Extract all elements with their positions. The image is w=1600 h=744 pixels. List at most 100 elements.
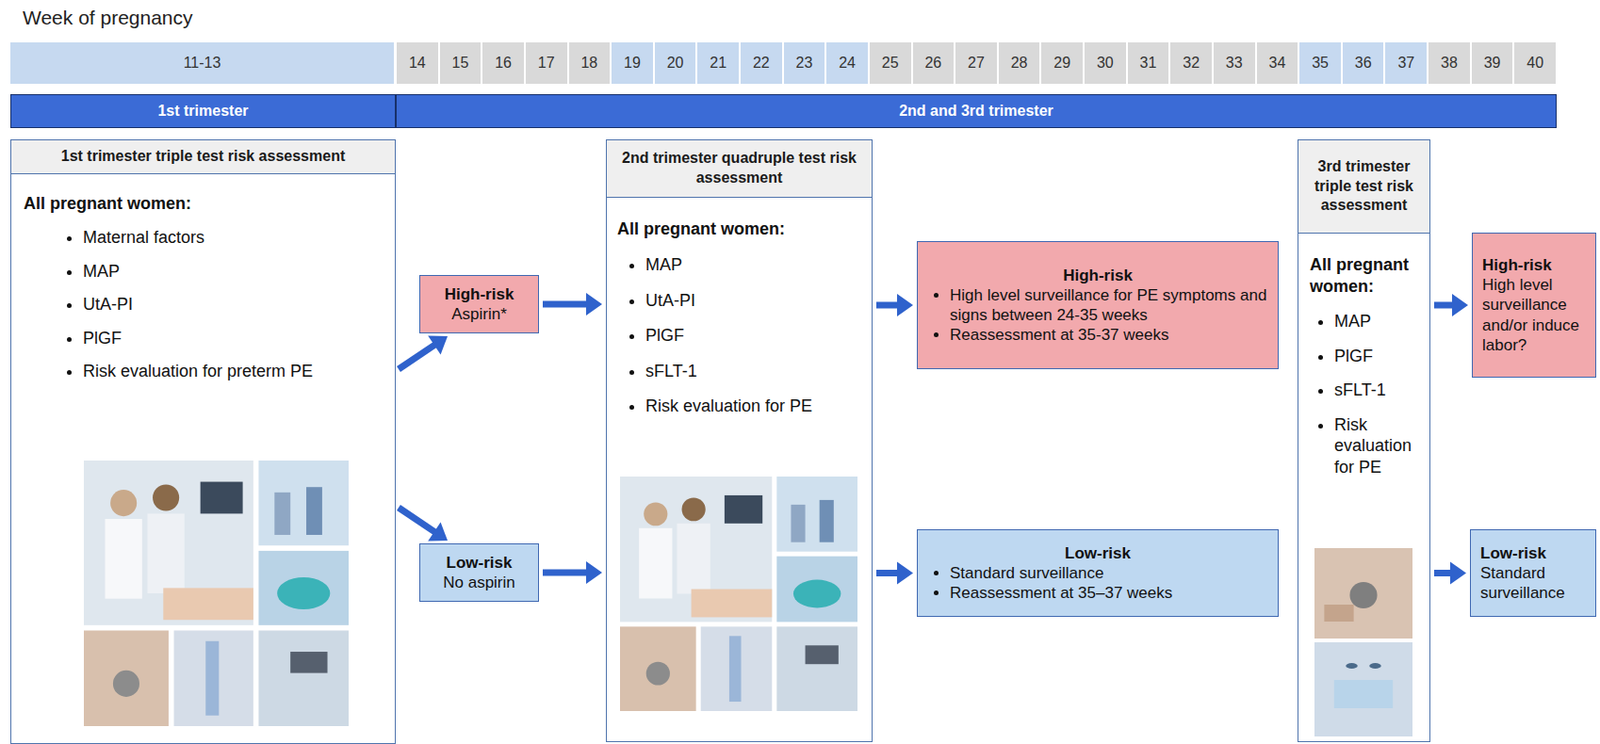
week-cell: 34 bbox=[1257, 42, 1299, 84]
panel-body: All pregnant women:Maternal factorsMAPUt… bbox=[11, 174, 395, 383]
week-cell: 35 bbox=[1299, 42, 1341, 84]
week-number: 23 bbox=[796, 54, 814, 72]
mask-shape bbox=[1334, 680, 1393, 709]
stethoscope-shape bbox=[1349, 582, 1377, 609]
bullet-item: Standard surveillance bbox=[949, 563, 1269, 584]
head-shape bbox=[152, 484, 180, 511]
risk-text: No aspirin bbox=[429, 572, 529, 593]
diagram-title: Week of pregnancy bbox=[22, 6, 194, 30]
flow-arrow bbox=[876, 562, 914, 586]
head-shape bbox=[682, 497, 706, 522]
photo-tile bbox=[776, 626, 858, 712]
week-number: 35 bbox=[1311, 54, 1329, 72]
eye-shape bbox=[1345, 663, 1357, 670]
week-number: 19 bbox=[623, 54, 641, 72]
risk-title: Low-risk bbox=[429, 553, 529, 573]
arrow-shaft bbox=[876, 302, 899, 310]
glove-shape bbox=[793, 580, 841, 609]
photo-tile bbox=[776, 476, 858, 553]
week-cell: 29 bbox=[1041, 42, 1083, 84]
flow-arrow bbox=[876, 293, 914, 317]
week-cell: 23 bbox=[783, 42, 826, 84]
photo-collage bbox=[1314, 548, 1413, 737]
vial-shape bbox=[819, 500, 834, 543]
coat-shape bbox=[146, 513, 184, 594]
week-cell: 17 bbox=[525, 42, 568, 84]
week-cell: 37 bbox=[1385, 42, 1427, 84]
probe-shape bbox=[805, 645, 839, 665]
risk-title: High-risk bbox=[927, 265, 1269, 286]
coat-shape bbox=[104, 519, 142, 600]
week-cell: 26 bbox=[913, 42, 955, 84]
head-shape bbox=[643, 502, 668, 526]
week-number: 28 bbox=[1011, 54, 1029, 72]
photo-tile bbox=[1314, 642, 1413, 737]
week-number: 34 bbox=[1268, 54, 1286, 72]
coat-shape bbox=[638, 528, 672, 600]
week-cell: 39 bbox=[1471, 42, 1514, 84]
vial-shape bbox=[306, 487, 323, 536]
arrow-shaft bbox=[398, 507, 437, 534]
bullet-item: Reassessment at 35-37 weeks bbox=[949, 325, 1269, 345]
trimester-band: 1st trimester bbox=[10, 94, 396, 129]
week-number: 30 bbox=[1096, 54, 1114, 72]
bullet-item: PlGF bbox=[1334, 345, 1424, 368]
week-cell: 19 bbox=[611, 42, 654, 84]
week-number: 38 bbox=[1440, 54, 1458, 72]
stethoscope-shape bbox=[113, 670, 140, 698]
risk-text: Standard surveillance bbox=[1480, 563, 1586, 605]
band-label: 1st trimester bbox=[157, 102, 248, 120]
week-number: 27 bbox=[967, 54, 985, 72]
low-risk-box: Low-riskStandard surveillance bbox=[1469, 529, 1597, 618]
week-number: 40 bbox=[1526, 54, 1544, 72]
week-number: 16 bbox=[494, 54, 512, 72]
arrow-shaft bbox=[1434, 570, 1453, 577]
bullet-item: MAP bbox=[645, 254, 865, 277]
week-cell: 15 bbox=[440, 42, 482, 84]
week-cell: 32 bbox=[1170, 42, 1212, 84]
bullet-item: PlGF bbox=[82, 327, 388, 350]
bullet-list: Standard surveillanceReassessment at 35–… bbox=[927, 563, 1269, 605]
stethoscope-shape bbox=[646, 662, 670, 686]
glove-shape bbox=[277, 577, 330, 610]
arrow-shaft bbox=[876, 570, 899, 577]
bullet-list: Maternal factorsMAPUtA-PIPlGFRisk evalua… bbox=[23, 227, 388, 383]
photo-tile bbox=[620, 626, 697, 712]
bullet-item: Reassessment at 35–37 weeks bbox=[949, 583, 1269, 604]
week-number: 37 bbox=[1397, 54, 1415, 72]
vial-shape bbox=[790, 505, 805, 543]
flow-arrow bbox=[542, 561, 603, 585]
panel-lead: All pregnant women: bbox=[23, 193, 388, 215]
risk-title: Low-risk bbox=[1480, 543, 1586, 564]
panel-heading: 2nd trimester quadruple test risk assess… bbox=[606, 140, 872, 198]
week-number: 21 bbox=[709, 54, 727, 72]
week-number: 11-13 bbox=[183, 54, 222, 72]
tube-shape bbox=[729, 636, 742, 703]
risk-text: Aspirin* bbox=[429, 304, 529, 325]
panel-lead: All pregnant women: bbox=[1309, 254, 1424, 298]
arrow-head bbox=[897, 293, 914, 317]
week-number: 29 bbox=[1053, 54, 1071, 72]
arrow-shaft bbox=[1434, 302, 1454, 310]
arrow-shaft bbox=[398, 343, 437, 370]
flow-arrow bbox=[1434, 293, 1469, 317]
arrow-head bbox=[586, 561, 603, 585]
photo-tile bbox=[701, 626, 773, 712]
bullet-list: High level surveillance for PE symptoms … bbox=[927, 285, 1269, 346]
bullet-item: Risk evaluation for PE bbox=[645, 395, 865, 418]
arrow-head bbox=[1452, 293, 1469, 317]
risk-title: High-risk bbox=[429, 284, 529, 305]
risk-text: High level surveillance and/or induce la… bbox=[1482, 275, 1586, 356]
week-number: 25 bbox=[881, 54, 899, 72]
week-number: 36 bbox=[1355, 54, 1372, 72]
risk-title: Low-risk bbox=[927, 543, 1269, 564]
band-label: 2nd and 3rd trimester bbox=[898, 102, 1054, 120]
bullet-item: Risk evaluation for preterm PE bbox=[82, 360, 388, 383]
bullet-item: sFLT-1 bbox=[645, 360, 865, 383]
bullet-item: UtA-PI bbox=[82, 293, 388, 316]
photo-tile bbox=[776, 556, 858, 623]
coat-shape bbox=[676, 523, 710, 595]
week-number: 33 bbox=[1225, 54, 1243, 72]
week-cell: 22 bbox=[740, 42, 783, 84]
arrow-shaft bbox=[542, 301, 588, 309]
